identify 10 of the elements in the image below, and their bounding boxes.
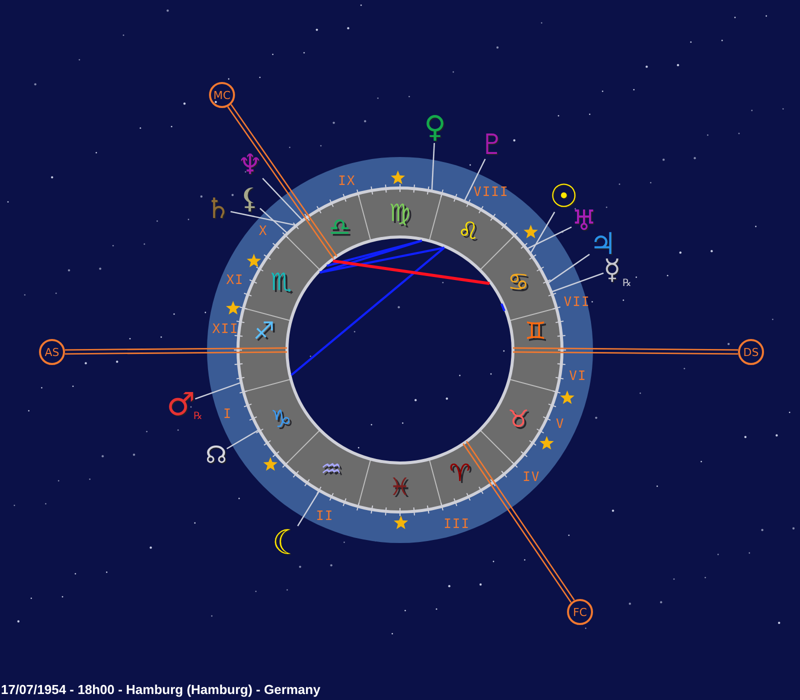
venus-symbol: ♀ [424, 113, 446, 143]
angle-marker: AS [39, 339, 65, 365]
retrograde-symbol: ℞ [194, 412, 202, 422]
retrograde-symbol: ℞ [622, 279, 632, 289]
pluto-symbol: ♇ [480, 131, 505, 159]
angle-marker: MC [209, 82, 235, 108]
caption: 17/07/1954 - 18h00 - Hamburg (Hamburg) - Germany [1, 682, 320, 697]
angle-marker: FC [567, 599, 593, 625]
angle-marker: DS [738, 339, 764, 365]
mars-symbol: ♂ [166, 388, 196, 420]
